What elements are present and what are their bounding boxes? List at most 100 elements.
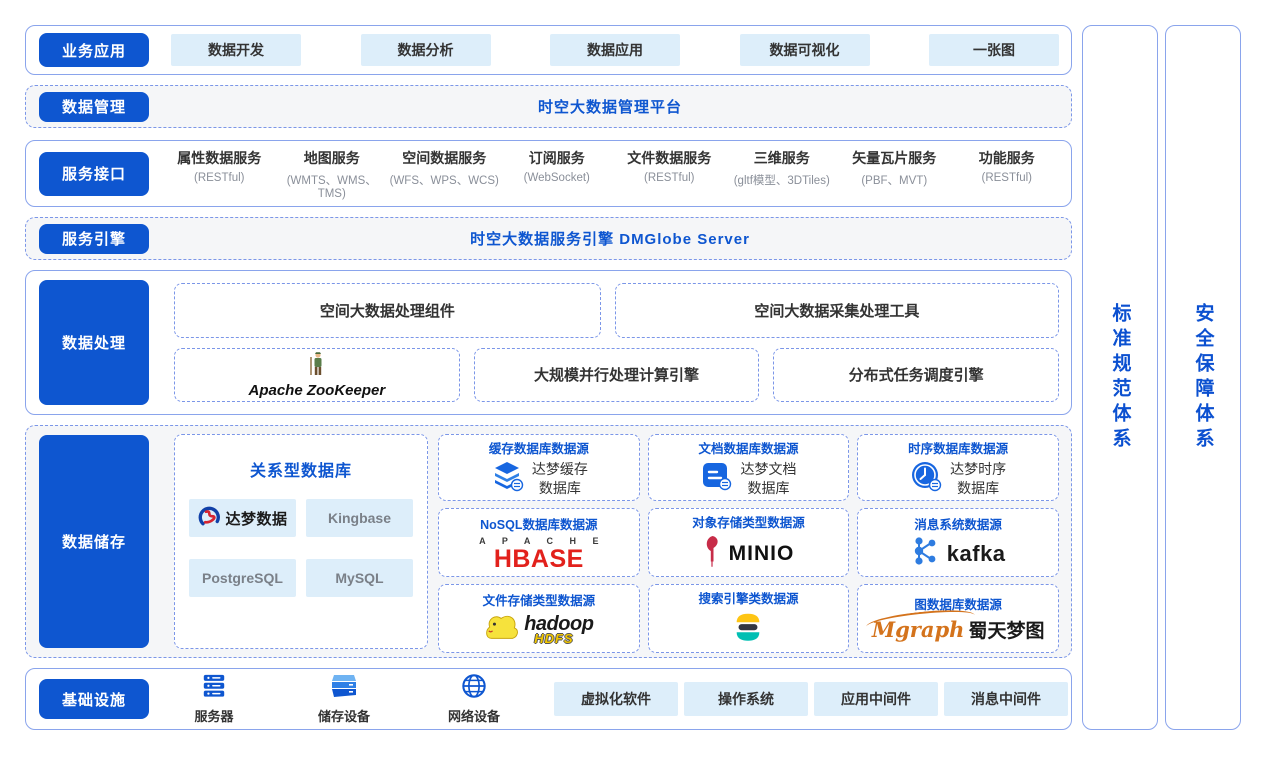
elastic-icon (730, 610, 766, 649)
mpp-engine-box: 大规模并行处理计算引擎 (473, 347, 760, 402)
document-db-line2: 数据库 (747, 479, 790, 496)
mysql-tile: MySQL (306, 559, 413, 597)
processing-row-2: Apache ZooKeeper 大规模并行处理计算引擎 分布式任务调度引擎 (174, 347, 1060, 402)
band-data-management: 数据管理 时空大数据管理平台 (25, 85, 1072, 128)
kafka-logo: kafka (911, 536, 1006, 571)
cache-datasource-cell: 缓存数据库数据源 (438, 434, 640, 501)
timeseries-db-name: 达梦时序 数据库 (950, 460, 1006, 496)
layers-db-icon (490, 460, 524, 497)
pillar-standards: 标准规范体系 (1082, 25, 1158, 730)
message-system-datasource-cell: 消息系统数据源 (857, 508, 1059, 577)
processing-tool-box: 空间大数据采集处理工具 (614, 283, 1059, 338)
mgraph-cn-text: 蜀天梦图 (968, 621, 1045, 642)
service-protocol: (RESTful) (981, 171, 1032, 184)
network-device-icon (461, 673, 487, 704)
pillar-security: 安全保障体系 (1165, 25, 1241, 730)
service-name: 三维服务 (753, 149, 810, 166)
band-label-storage: 数据储存 (39, 435, 149, 648)
service-protocol: (PBF、MVT) (861, 174, 928, 187)
hbase-apache-text: A P A C H E (479, 535, 606, 546)
relational-db-box: 关系型数据库 达梦数据 K (174, 434, 428, 649)
processing-row-1: 空间大数据处理组件 空间大数据采集处理工具 (174, 283, 1059, 338)
service-protocol: (WebSocket) (523, 171, 590, 184)
server-device: 服务器 (179, 673, 249, 725)
diagram-layout: 业务应用 数据开发 数据分析 数据应用 数据可视化 一张图 数据管理 时空大数据… (25, 25, 1241, 730)
document-datasource-cell: 文档数据库数据源 (647, 434, 850, 501)
service-item: 三维服务 (gltf模型、3DTiles) (726, 148, 839, 200)
virtualization-pill: 虚拟化软件 (554, 682, 678, 716)
band-service-interfaces: 服务接口 属性数据服务 (RESTful) 地图服务 (WMTS、WMS、TMS… (25, 140, 1072, 207)
service-item: 功能服务 (RESTful) (951, 148, 1064, 200)
band-label-infra: 基础设施 (39, 679, 149, 719)
service-item: 空间数据服务 (WFS、WPS、WCS) (388, 148, 501, 200)
hadoop-elephant-icon (484, 612, 522, 647)
band-label-processing: 数据处理 (39, 280, 149, 405)
business-app-pill: 数据分析 (360, 34, 491, 66)
minio-logo: MINIO (703, 534, 795, 573)
zookeeper-label: Apache ZooKeeper (248, 381, 386, 399)
service-name: 功能服务 (978, 149, 1035, 166)
service-protocol: (RESTful) (644, 171, 695, 184)
file-storage-title: 文件存储类型数据源 (482, 594, 596, 608)
document-db-name: 达梦文档 数据库 (740, 460, 796, 496)
clock-db-icon (910, 460, 942, 497)
service-name: 地图服务 (303, 149, 360, 166)
service-protocol: (WMTS、WMS、TMS) (286, 174, 377, 200)
zookeeper-box: Apache ZooKeeper (174, 347, 460, 402)
service-name: 矢量瓦片服务 (852, 149, 937, 166)
service-item: 矢量瓦片服务 (PBF、MVT) (838, 148, 951, 200)
cache-db-line2: 数据库 (538, 479, 581, 496)
hadoop-texts: hadoop HDFS (524, 612, 594, 646)
search-engine-title: 搜索引擎类数据源 (698, 592, 799, 606)
band-label-data-mgmt: 数据管理 (39, 91, 149, 122)
service-item: 属性数据服务 (RESTful) (163, 148, 276, 200)
timeseries-db-line2: 数据库 (957, 479, 1000, 496)
service-item: 文件数据服务 (RESTful) (613, 148, 726, 200)
document-datasource-body: 达梦文档 数据库 (700, 460, 796, 497)
kafka-icon (911, 536, 939, 571)
service-row: 属性数据服务 (RESTful) 地图服务 (WMTS、WMS、TMS) 空间数… (149, 148, 1071, 200)
object-storage-datasource-cell: 对象存储类型数据源 MINIO (647, 508, 850, 577)
timeseries-db-line1: 达梦时序 (950, 461, 1007, 478)
band-data-storage: 数据储存 关系型数据库 (25, 425, 1072, 658)
band-service-engine: 服务引擎 时空大数据服务引擎 DMGlobe Server (25, 217, 1072, 260)
zookeeper-figure-icon (307, 351, 327, 381)
hbase-main-text: HBASE (493, 544, 584, 573)
band-label-services: 服务接口 (39, 151, 149, 196)
minio-text: MINIO (728, 541, 795, 565)
object-storage-title: 对象存储类型数据源 (692, 516, 805, 530)
service-protocol: (gltf模型、3DTiles) (733, 174, 830, 187)
pillar-standards-label: 标准规范体系 (1109, 302, 1131, 453)
business-pill-row: 数据开发 数据分析 数据应用 数据可视化 一张图 (149, 34, 1071, 66)
service-item: 订阅服务 (WebSocket) (501, 148, 614, 200)
timeseries-datasource-body: 达梦时序 数据库 (910, 460, 1006, 497)
band-business-apps: 业务应用 数据开发 数据分析 数据应用 数据可视化 一张图 (25, 25, 1072, 75)
hadoop-text: hadoop (524, 612, 594, 635)
msg-middleware-pill: 消息中间件 (944, 682, 1068, 716)
relational-db-title: 关系型数据库 (249, 463, 352, 480)
hdfs-text: HDFS (534, 630, 574, 646)
storage-device-label: 储存设备 (317, 709, 370, 724)
graph-db-title: 图数据库数据源 (914, 598, 1002, 612)
nosql-datasource-title: NoSQL数据库数据源 (480, 517, 598, 532)
main-stack: 业务应用 数据开发 数据分析 数据应用 数据可视化 一张图 数据管理 时空大数据… (25, 25, 1072, 730)
server-label: 服务器 (194, 709, 234, 724)
timeseries-datasource-cell: 时序数据库数据源 (857, 434, 1059, 501)
cache-datasource-title: 缓存数据库数据源 (488, 442, 589, 456)
dameng-label: 达梦数据 (225, 510, 288, 528)
mgraph-logo: Mgraph 蜀天梦图 (872, 616, 1045, 643)
document-datasource-title: 文档数据库数据源 (698, 442, 799, 456)
kingbase-tile: Kingbase (306, 499, 413, 537)
infra-area: 服务器 (149, 673, 1080, 725)
postgresql-tile: PostgreSQL (189, 559, 296, 597)
os-pill: 操作系统 (684, 682, 808, 716)
graph-db-datasource-cell: 图数据库数据源 Mgraph 蜀天梦图 (857, 584, 1059, 653)
cache-db-line1: 达梦缓存 (531, 461, 588, 478)
search-engine-datasource-cell: 搜索引擎类数据源 (647, 584, 850, 653)
band-infrastructure: 基础设施 (25, 668, 1072, 730)
file-storage-datasource-cell: 文件存储类型数据源 hadoo (438, 584, 640, 653)
storage-device-icon (330, 673, 358, 704)
document-db-icon (700, 460, 732, 497)
app-middleware-pill: 应用中间件 (814, 682, 938, 716)
